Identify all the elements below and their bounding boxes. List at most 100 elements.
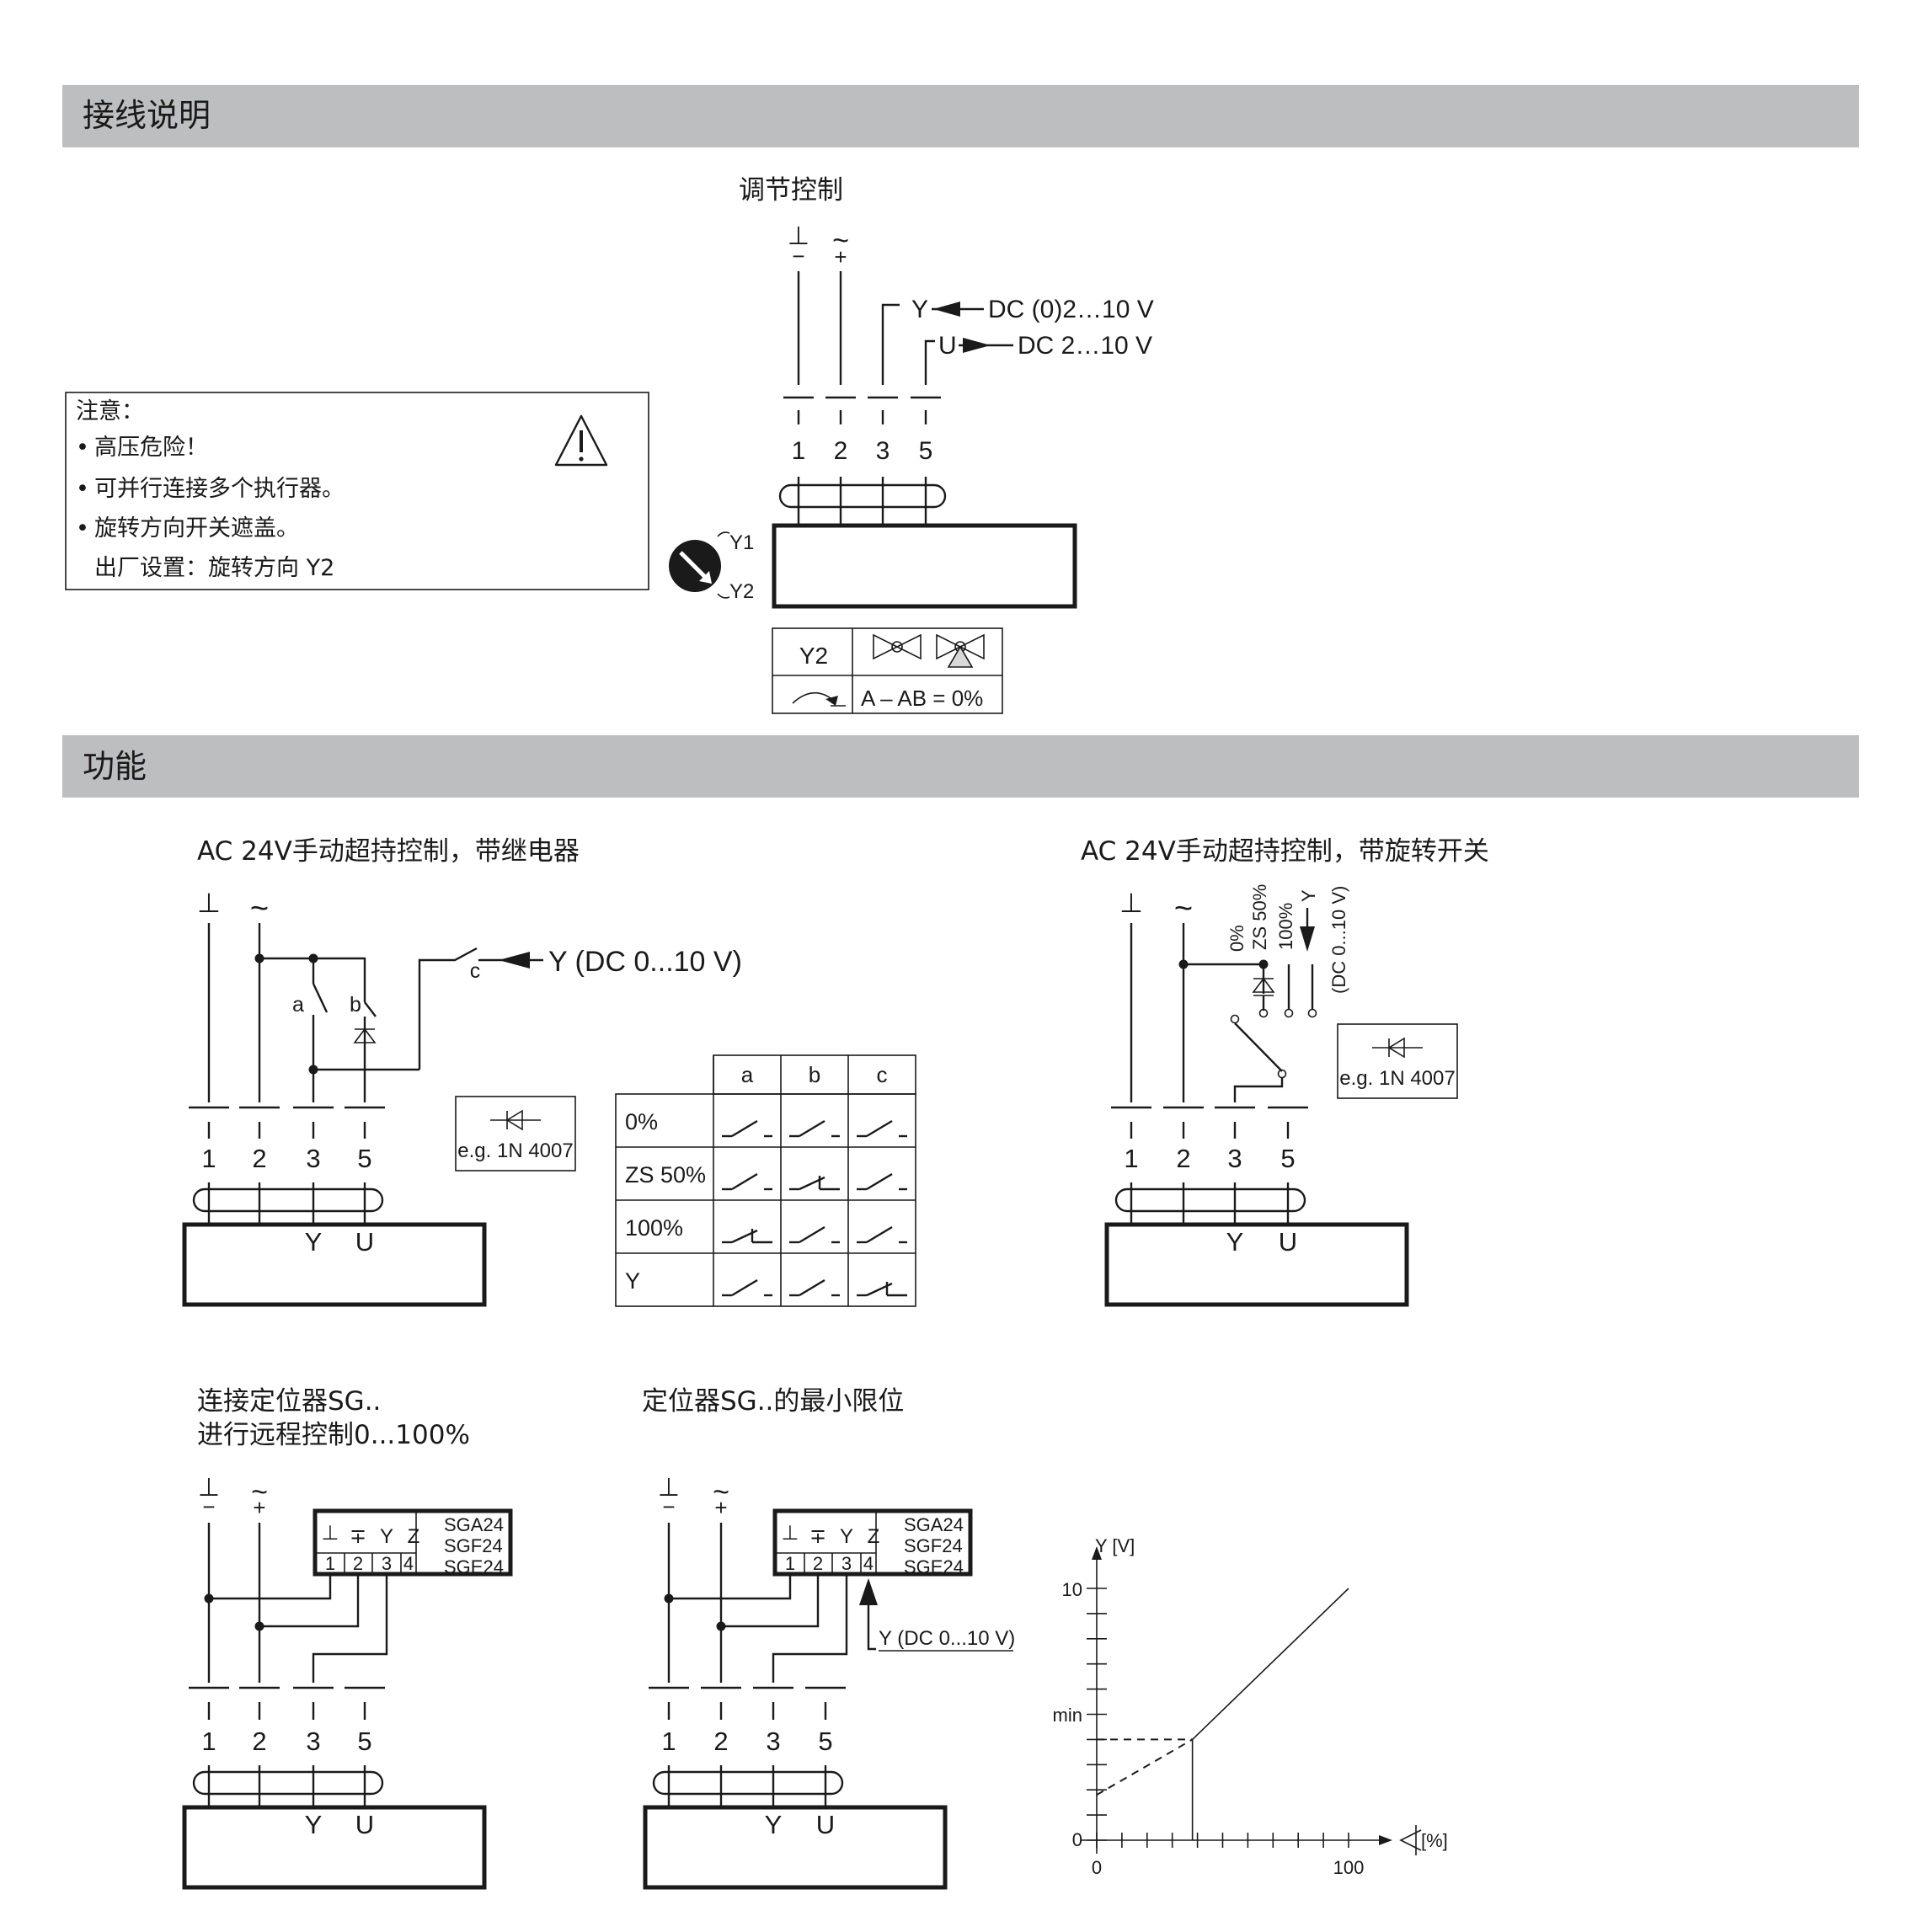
contact-closed-icon <box>789 1176 840 1191</box>
relay-truth-table: a b c 0% ZS 50% 100% Y <box>615 1054 916 1307</box>
svg-text:−: − <box>662 1494 675 1519</box>
relay-ground-symbol: ⊥ <box>197 888 221 918</box>
table-col-c: c <box>877 1062 888 1087</box>
sg-remote-heading-1: 连接定位器SG.. <box>197 1386 381 1417</box>
sg-min-y-input: Y (DC 0...10 V) <box>859 1578 1015 1652</box>
contact-open-icon <box>857 1172 907 1191</box>
rotary-diode-box: e.g. 1N 4007 <box>1337 1023 1458 1099</box>
rotary-ground-symbol: ⊥ <box>1119 888 1143 918</box>
svg-text:∓: ∓ <box>809 1525 826 1548</box>
u-signal-label: DC 2…10 V <box>1018 332 1152 360</box>
svg-text:•: • <box>76 476 89 502</box>
relay-diagram: AC 24V手动超持控制，带继电器 ⊥ ~ a b c Y (DC 0...10… <box>182 836 742 1307</box>
contact-open-icon <box>789 1225 840 1244</box>
svg-text:U: U <box>355 1810 374 1839</box>
svg-text:⊥: ⊥ <box>782 1522 799 1545</box>
svg-text:~: ~ <box>713 1476 729 1508</box>
valve-3way-icon <box>936 634 985 668</box>
contact-open-icon <box>722 1278 772 1297</box>
relay-terminal-2: 2 <box>252 1144 266 1173</box>
sg-min-heading: 定位器SG..的最小限位 <box>642 1386 904 1417</box>
warning-icon <box>554 414 608 467</box>
svg-text:•: • <box>76 435 89 461</box>
diode-icon <box>353 1017 377 1070</box>
rotary-inline-diode-icon <box>1252 977 1275 1011</box>
section-title-function: 功能 <box>83 748 147 785</box>
sg-remote-tilde: ~ <box>251 1476 268 1508</box>
svg-text:Y: Y <box>765 1810 783 1839</box>
svg-text:Y: Y <box>380 1525 393 1548</box>
rotary-diode-example: e.g. 1N 4007 <box>1339 1067 1455 1090</box>
tilde-symbol: ~ <box>832 225 849 257</box>
contact-closed-icon <box>722 1229 772 1244</box>
y-input-label: Y <box>911 296 928 323</box>
rotary-cable-bundle <box>1114 1182 1306 1225</box>
contact-c-label: c <box>470 959 481 983</box>
table-y2-label: Y2 <box>799 643 828 669</box>
svg-text:1: 1 <box>785 1553 795 1574</box>
relay-terminal-3: 3 <box>306 1144 320 1173</box>
relay-y-signal: Y (DC 0...10 V) <box>548 946 742 978</box>
rotary-diagram: AC 24V手动超持控制，带旋转开关 ⊥ ~ 0% ZS 50% 100% Y … <box>1081 836 1489 1307</box>
rotate-direction-icon <box>792 691 846 707</box>
chart-axes <box>1082 1546 1422 1855</box>
svg-text:Z: Z <box>408 1525 420 1548</box>
table-row-3: Y <box>625 1268 640 1294</box>
rotary-terminal-3: 3 <box>1227 1144 1242 1173</box>
chart-ytick-0: 0 <box>1072 1829 1082 1850</box>
chart-ytick-10: 10 <box>1062 1579 1082 1600</box>
rotary-terminal-2: 2 <box>1176 1144 1190 1173</box>
contact-open-icon <box>722 1119 772 1138</box>
svg-text:1: 1 <box>201 1727 216 1756</box>
relay-tilde-symbol: ~ <box>250 891 269 926</box>
note-box: 注意： • 高压危险！ • 可并行连接多个执行器。 • 旋转方向开关遮盖。 出厂… <box>65 392 649 590</box>
y-signal-label: DC (0)2…10 V <box>988 296 1154 323</box>
svg-text:2: 2 <box>252 1727 266 1756</box>
chart-xtick-0: 0 <box>1092 1857 1102 1878</box>
svg-text:Z: Z <box>868 1525 880 1548</box>
sg-remote-ground: ⊥ <box>198 1474 220 1502</box>
sg-min-y-signal: Y (DC 0...10 V) <box>879 1627 1015 1650</box>
table-col-a: a <box>741 1062 754 1087</box>
contact-a-label: a <box>292 993 304 1017</box>
rotary-box-u: U <box>1279 1227 1297 1257</box>
svg-text:4: 4 <box>863 1553 874 1574</box>
section-title-wiring: 接线说明 <box>83 97 211 134</box>
svg-text:4: 4 <box>403 1553 414 1574</box>
relay-terminal-block: 1 2 3 5 <box>189 1106 385 1173</box>
section-wiring: 接线说明 <box>62 85 1859 147</box>
relay-terminal-1: 1 <box>201 1144 216 1173</box>
svg-text:2: 2 <box>813 1553 823 1574</box>
chart-series <box>1096 1588 1349 1840</box>
chart-xlabel: [%] <box>1421 1830 1448 1851</box>
contact-open-icon <box>789 1278 840 1297</box>
terminal-3: 3 <box>876 437 890 465</box>
table-result-label: A – AB = 0% <box>861 686 983 711</box>
rotary-tilde-symbol: ~ <box>1174 891 1193 926</box>
rotary-terminal-5: 5 <box>1280 1144 1295 1173</box>
rotary-actuator-box <box>1104 1222 1409 1307</box>
chart-ytick-min: min <box>1053 1705 1082 1726</box>
svg-text:SGF24: SGF24 <box>904 1535 963 1556</box>
svg-text:SGF24: SGF24 <box>444 1535 503 1556</box>
svg-text:•: • <box>76 515 89 542</box>
svg-text:SGE24: SGE24 <box>904 1556 964 1577</box>
chart-series-solid-line <box>1192 1588 1349 1740</box>
sg-remote-cable-bundle <box>192 1765 384 1807</box>
sg-min-terminal-block: 1 2 3 5 <box>649 1686 846 1756</box>
svg-text:Y: Y <box>840 1525 853 1548</box>
rotary-terminal-1: 1 <box>1124 1144 1138 1173</box>
cable-bundle <box>778 477 947 526</box>
svg-text:1: 1 <box>325 1553 335 1574</box>
svg-text:⊥: ⊥ <box>658 1474 680 1502</box>
plus-symbol: + <box>834 244 847 270</box>
relay-box-y: Y <box>305 1227 323 1257</box>
svg-text:+: + <box>714 1495 727 1520</box>
rotation-switch: Y1 Y2 <box>669 531 754 603</box>
sg-remote-plus: + <box>253 1495 265 1520</box>
table-row-1: ZS 50% <box>625 1162 706 1187</box>
svg-text:3: 3 <box>306 1727 320 1756</box>
relay-heading: AC 24V手动超持控制，带继电器 <box>197 836 580 867</box>
svg-text:3: 3 <box>766 1727 780 1756</box>
